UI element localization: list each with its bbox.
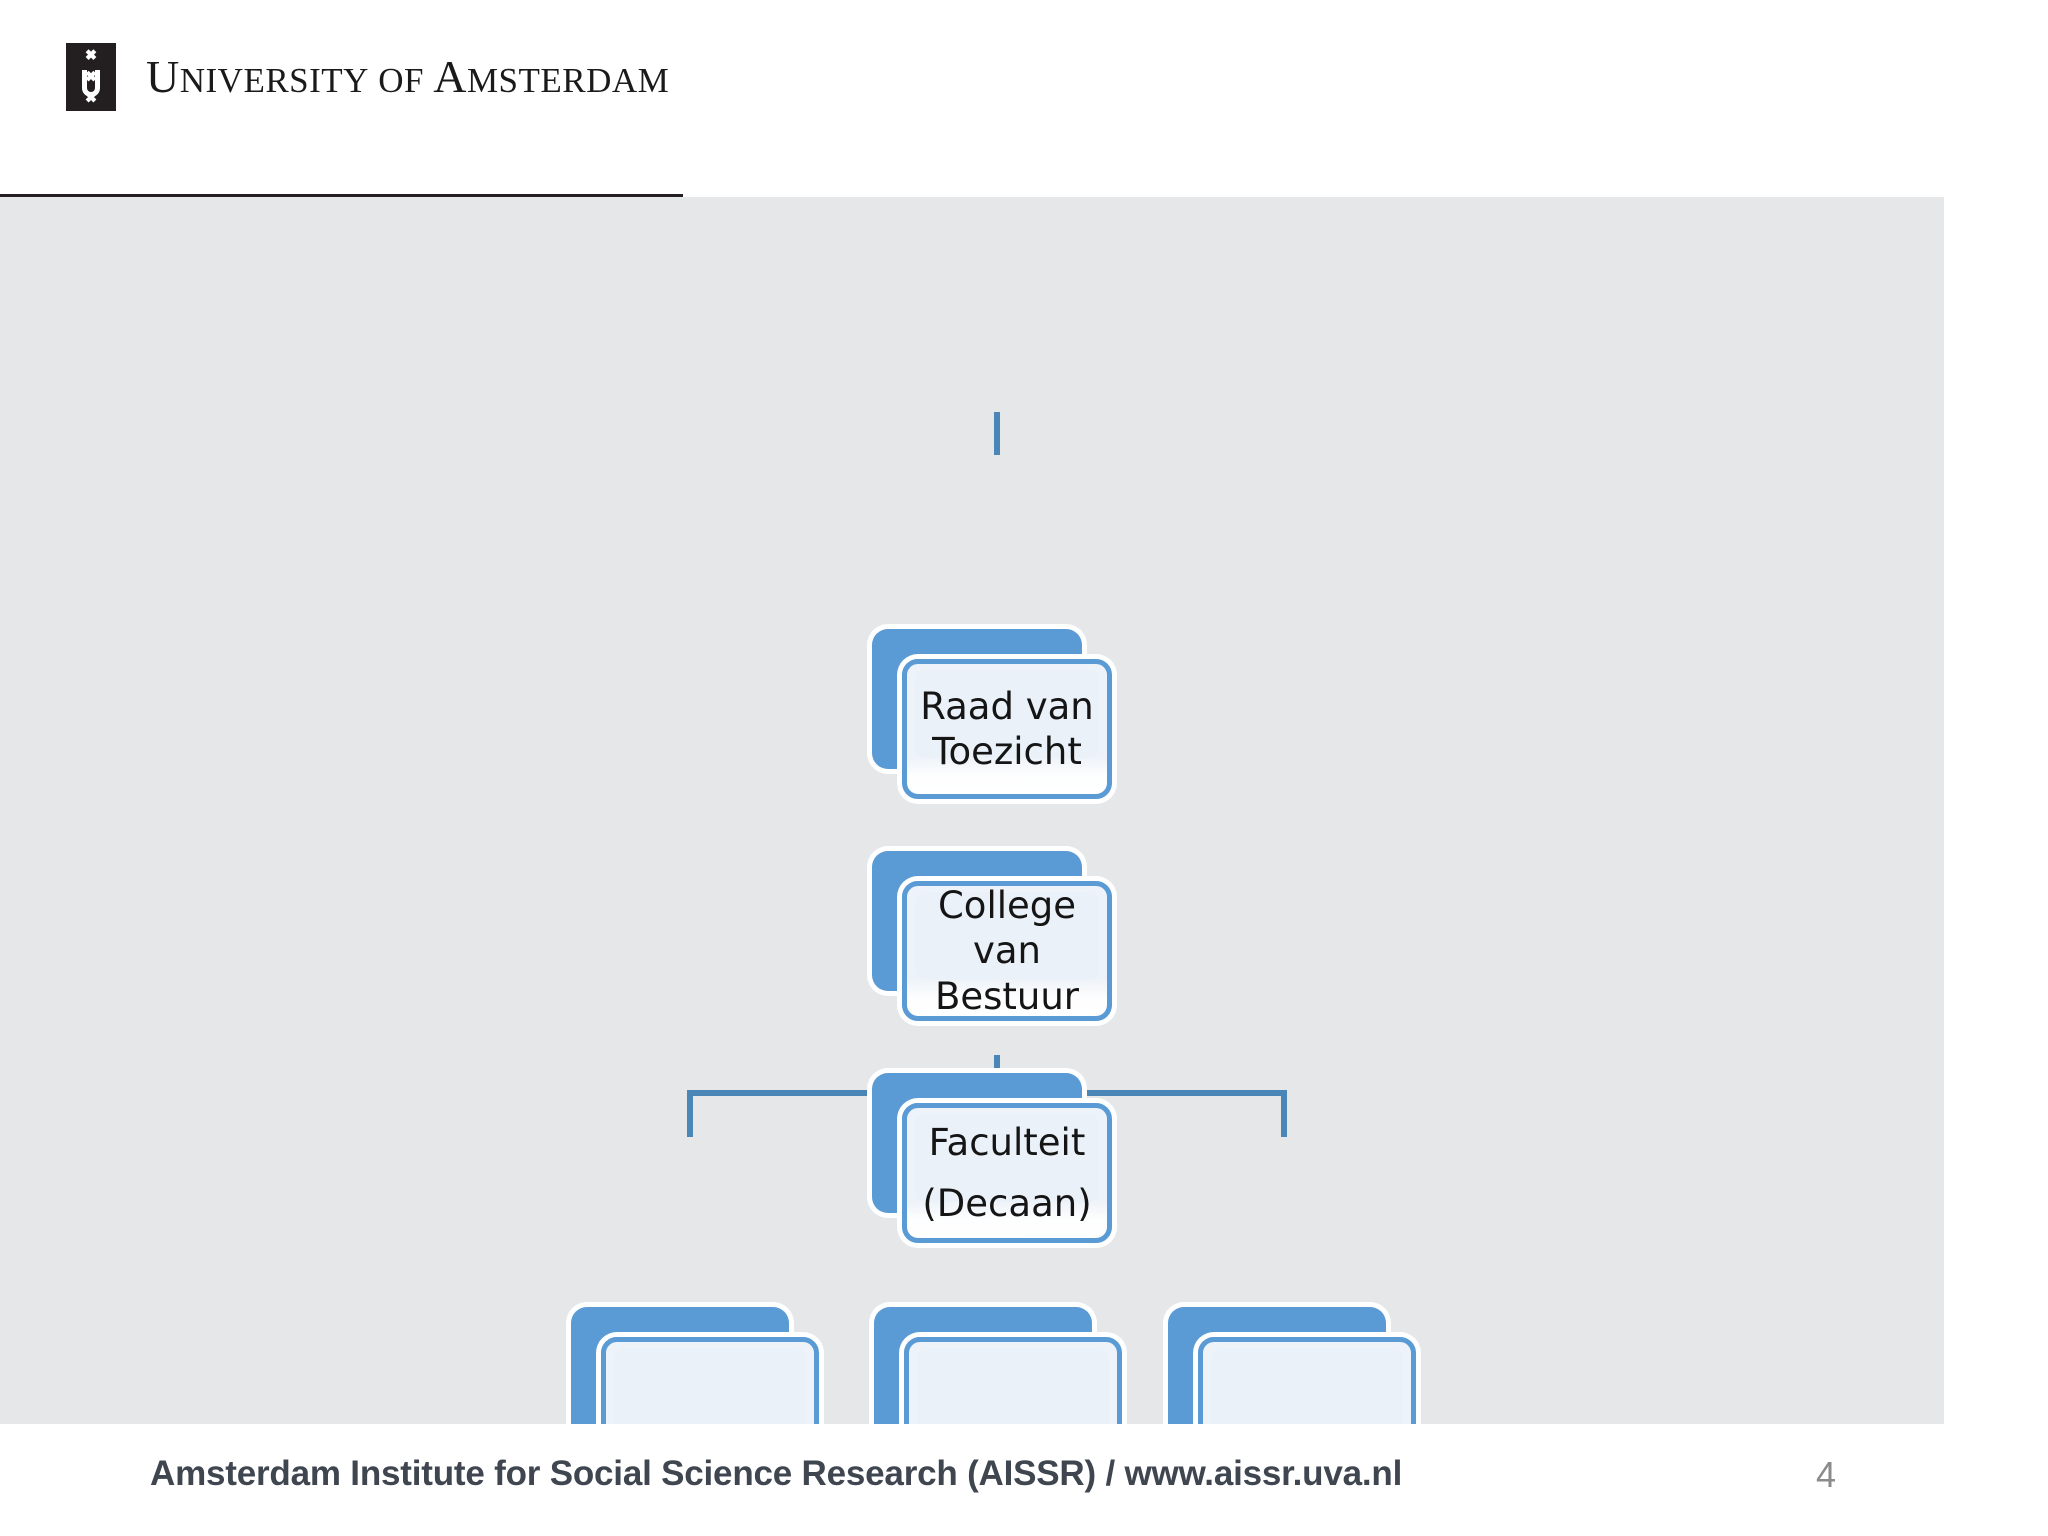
org-node-label: Faculteit (Decaan) — [922, 1120, 1092, 1225]
org-node-faculteit-decaan[interactable]: Faculteit (Decaan) — [872, 1073, 1112, 1243]
wordmark-msterdam: MSTERDAM — [466, 61, 670, 100]
org-node-child-2[interactable] — [874, 1307, 1122, 1472]
org-node-raad-van-toezicht[interactable]: Raad van Toezicht — [872, 629, 1112, 799]
org-chart: Raad van Toezicht College van Bestuur Fa… — [0, 197, 1944, 1472]
uva-logo-lockup: UNIVERSITY OF AMSTERDAM — [66, 43, 669, 111]
slide-header: UNIVERSITY OF AMSTERDAM — [0, 0, 2048, 198]
org-node-college-van-bestuur[interactable]: College van Bestuur — [872, 851, 1112, 1021]
org-node-label: Raad van Toezicht — [920, 684, 1094, 773]
uva-wordmark: UNIVERSITY OF AMSTERDAM — [146, 54, 669, 100]
header-divider — [0, 194, 683, 198]
org-node-label: College van Bestuur — [934, 884, 1080, 1018]
wordmark-a: A — [433, 51, 467, 102]
page-number: 4 — [1816, 1454, 1837, 1495]
org-node-card: Faculteit (Decaan) — [902, 1103, 1112, 1243]
org-node-child-1[interactable] — [571, 1307, 819, 1472]
footer-institute-text: Amsterdam Institute for Social Science R… — [150, 1454, 1403, 1493]
slide-content-panel: Raad van Toezicht College van Bestuur Fa… — [0, 197, 1944, 1472]
wordmark-niversity: NIVERSITY — [179, 61, 369, 100]
org-node-card: Raad van Toezicht — [902, 659, 1112, 799]
slide-footer: Amsterdam Institute for Social Science R… — [0, 1424, 2048, 1536]
org-node-child-3[interactable] — [1168, 1307, 1416, 1472]
wordmark-u: U — [146, 51, 180, 102]
wordmark-of: OF — [378, 61, 424, 100]
uva-coat-of-arms-icon — [66, 43, 116, 111]
org-node-card: College van Bestuur — [902, 881, 1112, 1021]
